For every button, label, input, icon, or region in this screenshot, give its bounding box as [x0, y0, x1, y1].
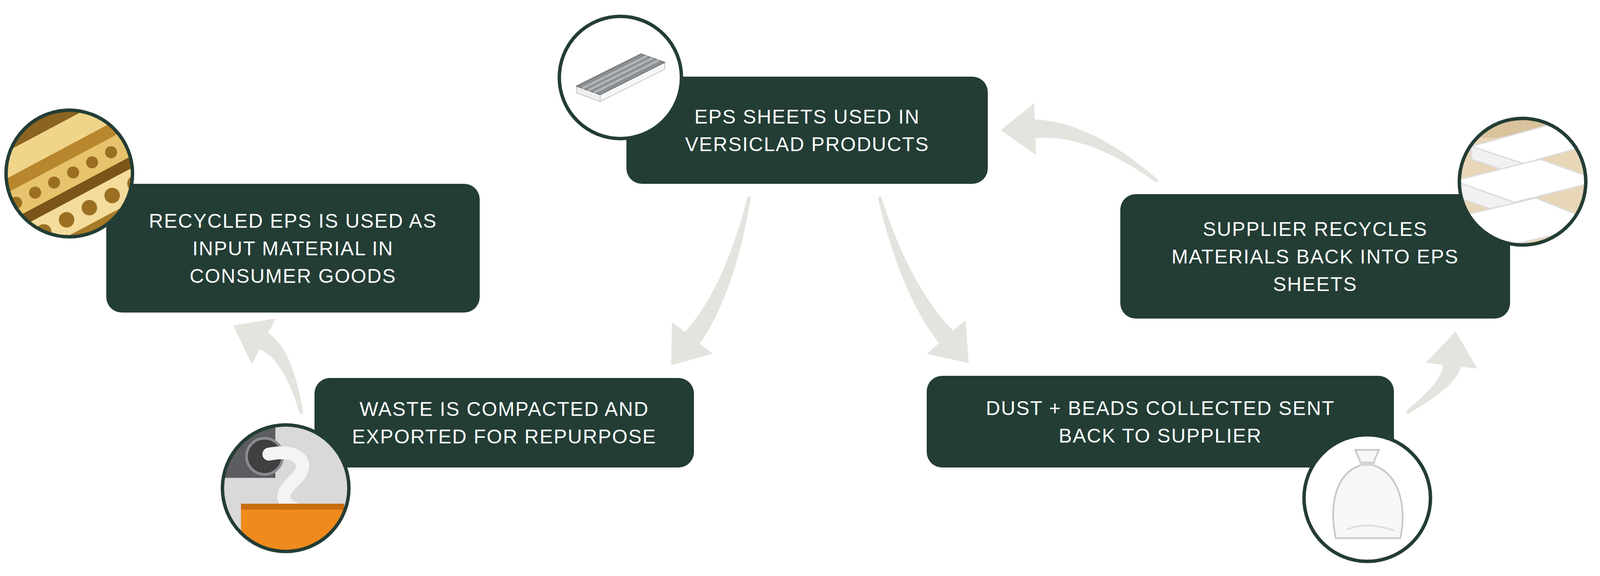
molding-band: [0, 79, 115, 167]
process-box: WASTE IS COMPACTED AND EXPORTED FOR REPU…: [314, 377, 694, 468]
flow-arrow: [877, 196, 969, 363]
process-box: DUST + BEADS COLLECTED SENT BACK TO SUPP…: [926, 375, 1394, 468]
crate-rim: [240, 503, 345, 510]
process-box: EPS SHEETS USED IN VERSICLAD PRODUCTS: [626, 76, 988, 184]
panel-core-side: [576, 86, 601, 102]
flow-arrow: [233, 318, 304, 415]
bag-fold: [1346, 525, 1394, 531]
flow-arrow: [671, 196, 751, 365]
box-label: EPS SHEETS USED IN VERSICLAD PRODUCTS: [669, 102, 945, 158]
compacted-foam: [268, 452, 303, 510]
machine-nozzle: [246, 437, 283, 475]
flow-arrow: [1000, 103, 1159, 183]
process-box: SUPPLIER RECYCLES MATERIALS BACK INTO EP…: [1120, 194, 1511, 319]
eps-sheet: [1471, 146, 1523, 177]
molding-band: [0, 94, 126, 189]
box-label: RECYCLED EPS IS USED AS INPUT MATERIAL I…: [132, 206, 454, 290]
process-box: RECYCLED EPS IS USED AS INPUT MATERIAL I…: [106, 183, 480, 313]
wood-plank: [1454, 111, 1597, 138]
box-label: SUPPLIER RECYCLES MATERIALS BACK INTO EP…: [1150, 215, 1480, 298]
orange-crate: [240, 503, 345, 555]
eps-sheet: [1471, 124, 1600, 164]
box-label: WASTE IS COMPACTED AND EXPORTED FOR REPU…: [336, 394, 673, 451]
machine-body: [219, 425, 276, 478]
box-label: DUST + BEADS COLLECTED SENT BACK TO SUPP…: [961, 394, 1360, 450]
flow-arrow: [1405, 331, 1478, 414]
